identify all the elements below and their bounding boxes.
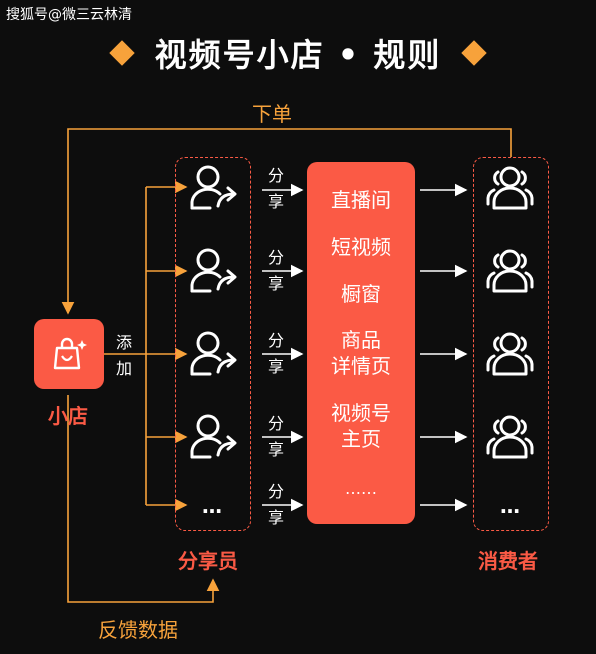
consumers-more: … — [500, 494, 522, 518]
add-char-1: 添 — [115, 333, 132, 352]
consumers-label: 消费者 — [478, 549, 538, 573]
channel-live: 直播间 — [331, 188, 391, 212]
share-label-5: 分享 — [266, 479, 286, 531]
channel-showcase: 橱窗 — [341, 282, 381, 306]
user-group-icon — [486, 415, 534, 459]
feedback-label: 反馈数据 — [98, 618, 178, 642]
user-group-icon — [486, 249, 534, 293]
share-label-1: 分享 — [266, 163, 286, 215]
user-share-icon — [190, 248, 237, 293]
channel-homepage-line1: 视频号 — [331, 401, 391, 425]
shop-label: 小店 — [48, 404, 88, 428]
channel-product-line2: 详情页 — [331, 354, 391, 378]
share-char: 享 — [267, 508, 284, 527]
shopping-bag-icon — [53, 337, 87, 370]
order-label: 下单 — [252, 102, 292, 126]
shop-node — [34, 319, 104, 389]
user-share-icon — [190, 331, 237, 376]
share-char: 享 — [267, 192, 284, 211]
add-label: 添 加 — [114, 330, 134, 382]
channel-short-video: 短视频 — [331, 235, 391, 259]
order-flow-line — [61, 128, 512, 315]
watermark: 搜狐号@微三云林清 — [6, 7, 132, 23]
share-char: 享 — [267, 357, 284, 376]
title-bar: 视频号小店 • 规则 — [0, 30, 596, 76]
user-group-icon — [486, 332, 534, 376]
share-char: 分 — [267, 166, 284, 185]
user-share-icon — [190, 414, 237, 459]
channel-ellipsis: …… — [345, 479, 377, 498]
share-label-3: 分享 — [266, 328, 286, 380]
share-char: 享 — [267, 440, 284, 459]
sharers-group — [175, 157, 251, 531]
share-char: 分 — [267, 414, 284, 433]
share-char: 分 — [267, 331, 284, 350]
share-char: 分 — [267, 248, 284, 267]
user-group-icon — [486, 166, 534, 210]
share-char: 分 — [267, 482, 284, 501]
sharers-label: 分享员 — [178, 549, 238, 573]
channel-homepage-line2: 主页 — [341, 427, 381, 451]
share-char: 享 — [267, 274, 284, 293]
add-char-2: 加 — [115, 359, 132, 378]
channel-product-line1: 商品 — [341, 328, 381, 352]
feedback-flow-line — [67, 395, 220, 603]
share-label-2: 分享 — [266, 245, 286, 297]
user-share-icon — [190, 165, 237, 210]
channels-box: 直播间 短视频 橱窗 商品 详情页 视频号 主页 …… — [307, 162, 415, 524]
share-label-4: 分享 — [266, 411, 286, 463]
consumers-group — [473, 157, 549, 531]
page-title: 视频号小店 • 规则 — [154, 36, 442, 74]
sharers-more: … — [202, 494, 224, 518]
